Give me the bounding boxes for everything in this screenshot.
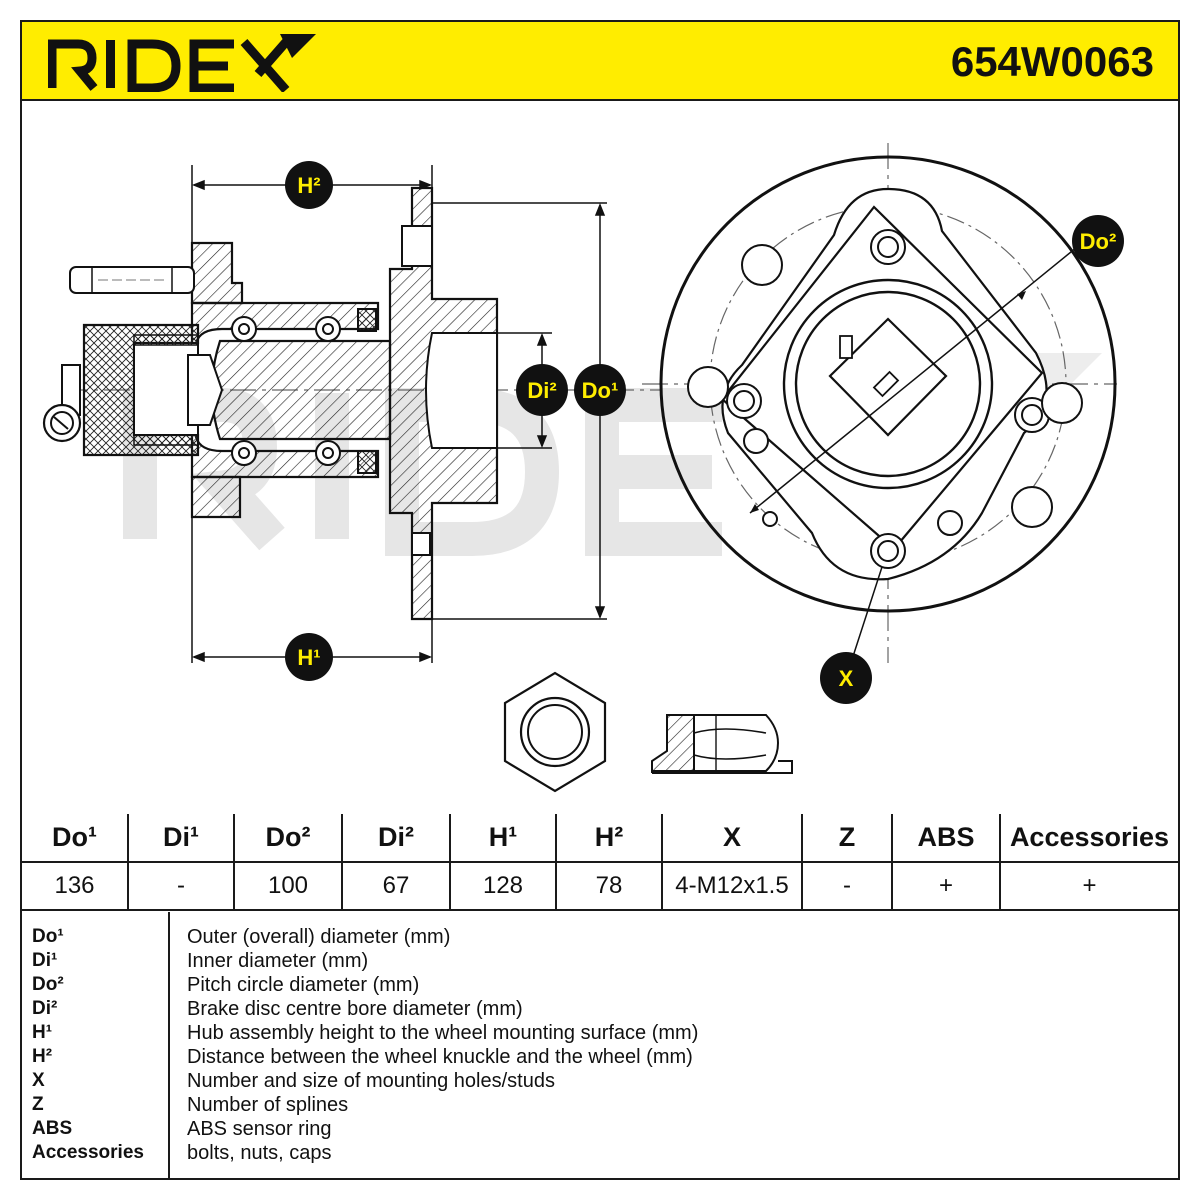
dim-di2-text: Di² bbox=[527, 378, 556, 403]
spec-value-abs: + bbox=[891, 861, 1001, 911]
legend-key: H² bbox=[32, 1046, 53, 1067]
dim-h1-text: H¹ bbox=[297, 645, 320, 670]
legend-desc: Brake disc centre bore diameter (mm) bbox=[187, 998, 523, 1020]
legend-key: Do¹ bbox=[32, 926, 64, 947]
spec-value-do1: 136 bbox=[22, 861, 129, 911]
spec-value-x: 4-M12x1.5 bbox=[661, 861, 803, 911]
legend-row: H² Distance between the wheel knuckle an… bbox=[22, 1046, 1178, 1070]
dim-do2-text: Do² bbox=[1080, 229, 1117, 254]
spec-header-x: X bbox=[661, 814, 803, 863]
dim-do2-label: Do² bbox=[1072, 215, 1124, 267]
ridex-logo bbox=[48, 34, 316, 92]
spec-header-di2: Di² bbox=[341, 814, 451, 863]
spec-value-accessories: + bbox=[999, 861, 1178, 911]
legend-key: Di¹ bbox=[32, 950, 58, 971]
spec-header-accessories: Accessories bbox=[999, 814, 1178, 863]
legend-row: Accessories bolts, nuts, caps bbox=[22, 1142, 1178, 1166]
legend-desc: Number of splines bbox=[187, 1094, 349, 1116]
spec-value-do2: 100 bbox=[233, 861, 343, 911]
dim-h2-text: H² bbox=[297, 173, 320, 198]
legend-desc: Hub assembly height to the wheel mountin… bbox=[187, 1022, 699, 1044]
legend-desc: Outer (overall) diameter (mm) bbox=[187, 926, 451, 948]
spec-value-di1: - bbox=[127, 861, 235, 911]
spec-header-di1: Di¹ bbox=[127, 814, 235, 863]
legend-divider bbox=[168, 912, 170, 1178]
legend-desc: Pitch circle diameter (mm) bbox=[187, 974, 420, 996]
spec-value-row: 136 - 100 67 128 78 4-M12x1.5 - + + bbox=[22, 861, 1178, 911]
hub-section-view: H² H¹ Di² Do¹ bbox=[42, 161, 662, 681]
dim-x-label: X bbox=[820, 652, 872, 704]
spec-header-h1: H¹ bbox=[449, 814, 557, 863]
legend-desc: ABS sensor ring bbox=[187, 1118, 332, 1140]
legend-key: ABS bbox=[32, 1118, 73, 1139]
spec-table: Do¹ Di¹ Do² Di² H¹ H² X Z ABS Accessorie… bbox=[22, 814, 1178, 911]
part-number: 654W0063 bbox=[950, 38, 1154, 85]
dim-x-text: X bbox=[839, 666, 854, 691]
spec-header-do1: Do¹ bbox=[22, 814, 129, 863]
legend-row: H¹ Hub assembly height to the wheel moun… bbox=[22, 1022, 1178, 1046]
stud-holes bbox=[687, 229, 1083, 569]
hex-nut-side bbox=[651, 714, 793, 774]
legend-key: X bbox=[32, 1070, 45, 1091]
legend-key: Z bbox=[32, 1094, 44, 1115]
legend-row: Do¹ Outer (overall) diameter (mm) bbox=[22, 926, 1178, 950]
spec-value-h1: 128 bbox=[449, 861, 557, 911]
legend-row: ABS ABS sensor ring bbox=[22, 1118, 1178, 1142]
legend-key: Accessories bbox=[32, 1142, 144, 1163]
legend-desc: bolts, nuts, caps bbox=[187, 1142, 332, 1164]
header-bar: 654W0063 bbox=[22, 22, 1178, 101]
spec-header-do2: Do² bbox=[233, 814, 343, 863]
dim-di2-label: Di² bbox=[516, 364, 568, 416]
legend-row: Do² Pitch circle diameter (mm) bbox=[22, 974, 1178, 998]
hex-nut-front bbox=[503, 671, 607, 793]
dim-do1-label: Do¹ bbox=[574, 364, 626, 416]
legend-row: X Number and size of mounting holes/stud… bbox=[22, 1070, 1178, 1094]
legend-row: Di¹ Inner diameter (mm) bbox=[22, 950, 1178, 974]
spec-value-z: - bbox=[801, 861, 893, 911]
legend-desc: Distance between the wheel knuckle and t… bbox=[187, 1046, 693, 1068]
legend-desc: Number and size of mounting holes/studs bbox=[187, 1070, 555, 1092]
legend-key: Di² bbox=[32, 998, 58, 1019]
knuckle-bolt bbox=[69, 266, 195, 294]
spec-value-h2: 78 bbox=[555, 861, 663, 911]
spec-header-h2: H² bbox=[555, 814, 663, 863]
dim-h1-label: H¹ bbox=[285, 633, 333, 681]
abs-sensor bbox=[42, 364, 82, 443]
hub-front-view: Do² X bbox=[642, 143, 1124, 704]
dim-h2-label: H² bbox=[285, 161, 333, 209]
legend-key: H¹ bbox=[32, 1022, 53, 1043]
spec-header-row: Do¹ Di¹ Do² Di² H¹ H² X Z ABS Accessorie… bbox=[22, 814, 1178, 863]
bearing-balls bbox=[231, 316, 341, 466]
legend-row: Di² Brake disc centre bore diameter (mm) bbox=[22, 998, 1178, 1022]
spec-header-z: Z bbox=[801, 814, 893, 863]
dim-do1-text: Do¹ bbox=[582, 378, 619, 403]
product-sheet: 654W0063 bbox=[20, 20, 1180, 1180]
legend: Do¹ Outer (overall) diameter (mm) Di¹ In… bbox=[22, 912, 1178, 1178]
legend-desc: Inner diameter (mm) bbox=[187, 950, 369, 972]
legend-row: Z Number of splines bbox=[22, 1094, 1178, 1118]
spec-header-abs: ABS bbox=[891, 814, 1001, 863]
spec-value-di2: 67 bbox=[341, 861, 451, 911]
technical-drawing: H² H¹ Di² Do¹ bbox=[42, 143, 1124, 793]
legend-key: Do² bbox=[32, 974, 64, 995]
